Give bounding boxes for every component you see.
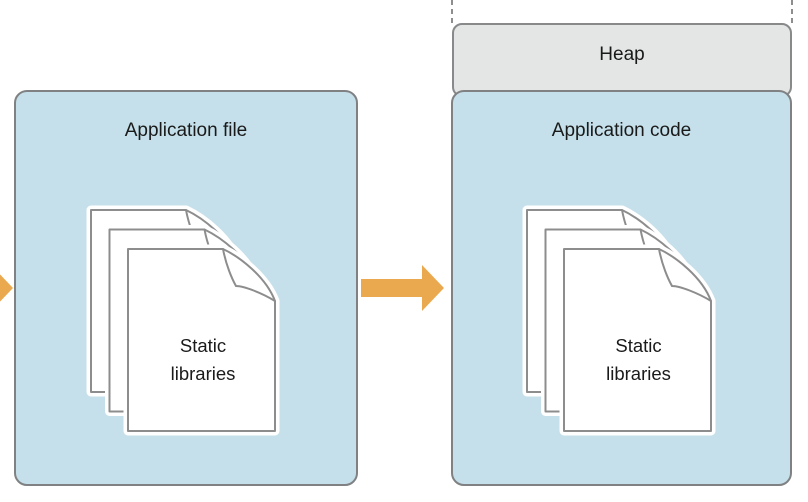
static-libraries-stack-icon — [86, 205, 286, 440]
application-code-title: Application code — [551, 120, 692, 141]
static-libraries-label: Static libraries — [606, 335, 671, 384]
static-libraries-label: Static libraries — [170, 335, 236, 384]
incoming-arrow-icon — [0, 274, 13, 302]
static-libraries-stack-icon — [522, 205, 722, 440]
application-file-box: Application file Static libraries — [14, 90, 358, 486]
application-file-title: Application file — [124, 120, 248, 141]
heap-box: Heap — [452, 23, 792, 97]
heap-label: Heap — [599, 44, 645, 65]
memory-extent-dashed-line-left — [451, 0, 453, 24]
application-code-box: Application code Static libraries — [451, 90, 792, 486]
memory-extent-dashed-line-right — [791, 0, 793, 24]
link-arrow-icon — [361, 265, 444, 311]
